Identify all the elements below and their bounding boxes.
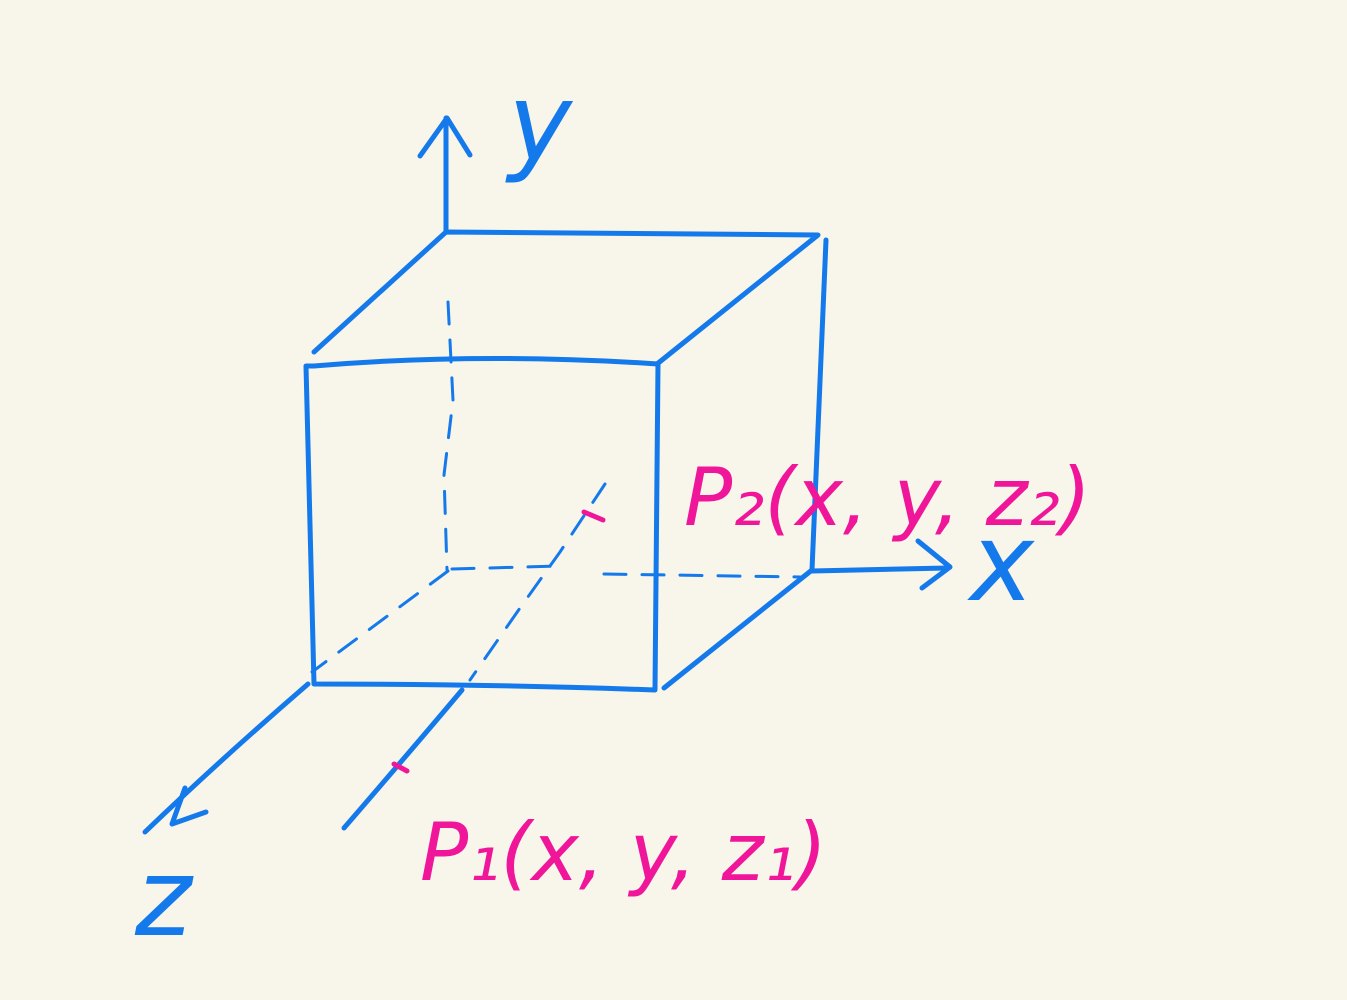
z-axis-arrowhead [169, 785, 209, 827]
box-right-edge [661, 237, 829, 691]
box [303, 229, 829, 693]
z-axis-line [142, 681, 311, 835]
z-axis-label: z [134, 836, 194, 961]
x-axis-label: x [967, 501, 1035, 626]
axes [142, 115, 953, 835]
p1-p2-dashed-guide [468, 482, 607, 682]
x-axis-line [809, 565, 950, 574]
p1-label: P₁(x, y, z₁) [420, 806, 827, 899]
box-top-face [311, 229, 821, 367]
p1-marker [391, 761, 410, 774]
projection-guides [341, 482, 607, 831]
p2-marker [581, 509, 606, 523]
y-axis-arrowhead [417, 115, 473, 159]
p1-leader-line [341, 687, 465, 831]
box-front-face [303, 355, 661, 693]
p2-label: P₂(x, y, z₂) [684, 451, 1091, 544]
point-markers [391, 509, 606, 774]
x-axis-arrowhead [915, 538, 953, 591]
hidden-x-axis [450, 564, 802, 579]
hidden-y-axis [442, 300, 455, 572]
y-axis-label: y [505, 61, 574, 186]
hidden-z-axis [310, 569, 450, 674]
